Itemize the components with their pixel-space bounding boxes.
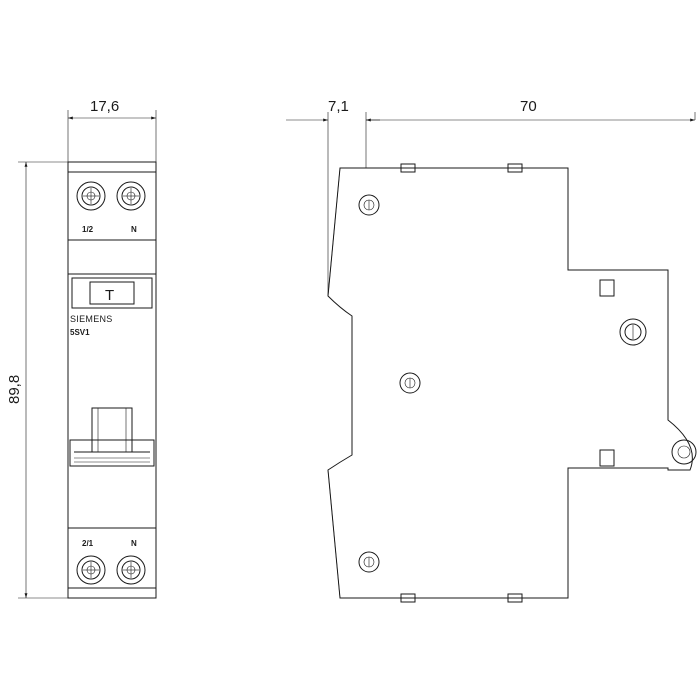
front-view: 1/2 N T SIEMENS 5SV1 2/1 N (67, 161, 157, 599)
rail-clip-top (599, 279, 615, 297)
side-housing (327, 167, 693, 599)
top-clip-right (507, 163, 523, 173)
brand-label: SIEMENS (70, 314, 113, 324)
terminal-label-2-1: 2/1 (82, 539, 94, 548)
model-label: 5SV1 (70, 328, 90, 337)
terminal-screw-bottom-left (76, 555, 106, 585)
top-clip-left (400, 163, 416, 173)
terminal-label-n-bottom: N (131, 539, 137, 548)
rail-clip-bottom (599, 449, 615, 467)
dimension-depth-side: 70 (366, 98, 696, 122)
dimension-height-label: 89,8 (6, 375, 23, 404)
dimension-depth-side-label: 70 (520, 98, 537, 115)
front-housing (67, 161, 157, 599)
dimension-offset-side-label: 7,1 (328, 98, 349, 115)
dimension-width-front-label: 17,6 (90, 98, 119, 115)
bottom-clip-right (507, 593, 523, 603)
rivet-top (358, 194, 380, 216)
terminal-screw-top-right (116, 181, 146, 211)
test-button-housing (71, 277, 153, 309)
dimension-height: 89,8 (6, 161, 68, 599)
rail-screw (619, 318, 647, 346)
terminal-label-n-top: N (131, 225, 137, 234)
test-button-label: T (105, 287, 114, 304)
test-button (89, 281, 135, 305)
rivet-bottom (358, 551, 380, 573)
bottom-clip-left (400, 593, 416, 603)
side-knob (671, 439, 697, 465)
rivet-middle (399, 372, 421, 394)
terminal-screw-top-left (76, 181, 106, 211)
side-view (327, 163, 697, 603)
dimension-offset-side: 7,1 (286, 98, 380, 296)
toggle-lever (69, 407, 155, 467)
dimension-width-front: 17,6 (67, 98, 157, 162)
terminal-label-1-2: 1/2 (82, 225, 94, 234)
terminal-screw-bottom-right (116, 555, 146, 585)
